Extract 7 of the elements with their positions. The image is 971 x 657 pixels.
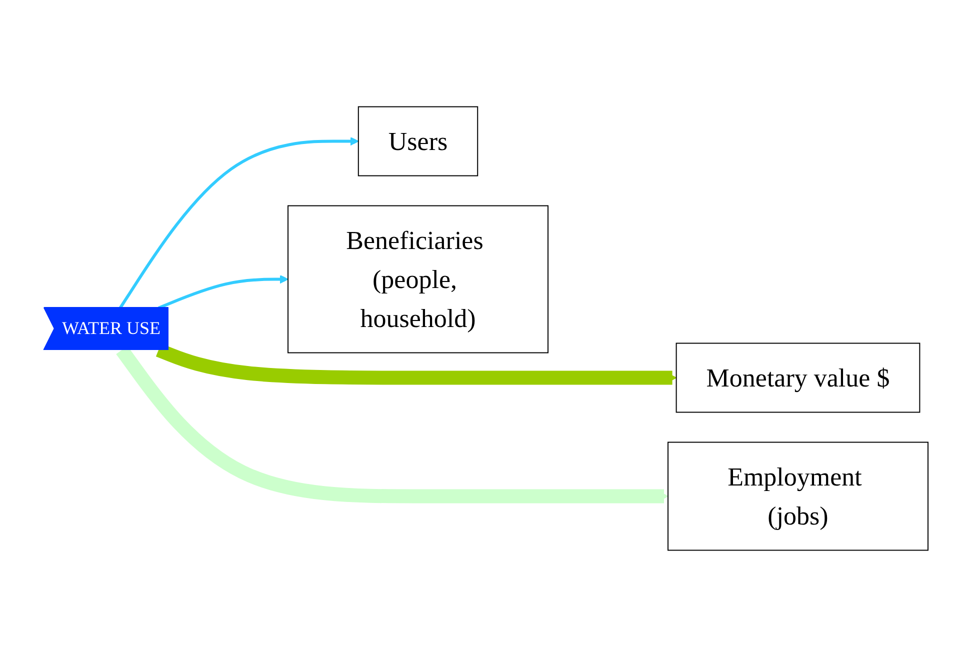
node-box: Beneficiaries (people, household) [287, 205, 548, 354]
arrow [118, 136, 358, 309]
arrow [157, 274, 288, 310]
arrow [155, 344, 676, 385]
node-box: Employment (jobs) [667, 442, 928, 551]
node-box: Users [357, 106, 478, 176]
node-box: Monetary value $ [675, 342, 920, 413]
